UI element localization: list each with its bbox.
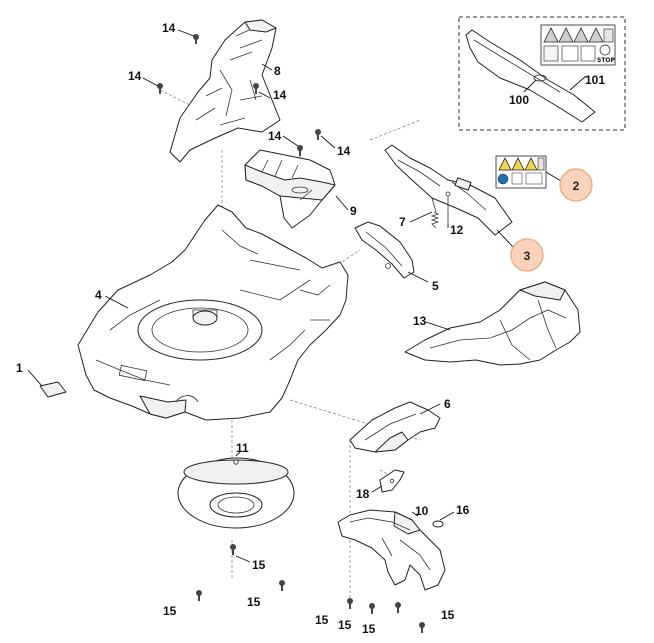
label-15-c: 15: [247, 595, 261, 609]
screw-15-b: [196, 590, 202, 601]
screw-15-g: [419, 622, 425, 633]
part-8-handle-bracket: [169, 19, 281, 163]
part-18-bracket: [379, 469, 405, 493]
label-5: 5: [432, 279, 439, 293]
label-14-a: 14: [162, 21, 176, 35]
label-15-d: 15: [315, 613, 329, 627]
screw-15-c: [279, 580, 285, 591]
screw-15-d: [347, 598, 353, 609]
part-13-mulch-insert: [404, 281, 581, 366]
leader-lines: [27, 29, 587, 563]
label-16: 16: [456, 503, 470, 517]
label-12: 12: [450, 223, 464, 237]
label-14-d: 14: [268, 129, 282, 143]
callout-2-label: 2: [573, 179, 580, 193]
screw-15-a: [230, 544, 236, 555]
callout-3-circle[interactable]: [510, 238, 544, 272]
label-14-e: 14: [337, 144, 351, 158]
label-4: 4: [95, 288, 102, 302]
label-15-a: 15: [252, 558, 266, 572]
label-8: 8: [274, 64, 281, 78]
screw-14-e: [315, 129, 321, 140]
part-number-labels: 14 14 14 14 14 8 9 4 1 5 7 12 13 6 11 18…: [16, 21, 605, 636]
part-4-mower-deck: [77, 204, 349, 421]
screw-14-a: [193, 34, 199, 44]
part-12-pin: [445, 191, 451, 224]
screw-14-c: [253, 83, 259, 94]
label-13: 13: [413, 314, 427, 328]
highlight-callout-3[interactable]: 3: [510, 238, 544, 272]
part-3-deflector-flap: [384, 144, 513, 236]
screw-14-d: [297, 145, 303, 156]
label-101: 101: [585, 73, 605, 87]
highlight-callout-2[interactable]: 2: [559, 168, 593, 202]
part-7-spring: [430, 197, 440, 229]
label-100: 100: [509, 93, 529, 107]
label-7: 7: [399, 215, 406, 229]
part-5-clip: [354, 221, 415, 279]
label-18: 18: [356, 487, 370, 501]
label-6: 6: [444, 397, 451, 411]
callout-2-circle[interactable]: [559, 168, 593, 202]
label-9: 9: [350, 204, 357, 218]
screw-15-f: [395, 602, 401, 613]
stop-label-text: STOP: [597, 57, 616, 64]
part-2-warning-label: [495, 155, 547, 189]
part-16-ring: [432, 520, 444, 528]
inset-detail-box: STOP: [458, 16, 626, 131]
label-1: 1: [16, 361, 23, 375]
label-15-e: 15: [338, 618, 352, 632]
part-11-bowl: [177, 457, 295, 529]
label-15-b: 15: [163, 604, 177, 618]
label-14-c: 14: [273, 88, 287, 102]
part-1-label: [39, 381, 67, 398]
label-11: 11: [236, 441, 249, 455]
callout-3-label: 3: [524, 249, 531, 263]
part-9-chute-cover: [244, 149, 336, 229]
screws: [157, 34, 425, 633]
screw-14-b: [157, 83, 163, 94]
screw-15-e: [369, 603, 375, 614]
label-10: 10: [415, 504, 429, 518]
label-14-b: 14: [128, 69, 142, 83]
part-10-chute-frame: [337, 509, 446, 591]
label-15-g: 15: [441, 608, 455, 622]
label-15-f: 15: [362, 622, 376, 636]
part-6-plate: [349, 401, 441, 453]
